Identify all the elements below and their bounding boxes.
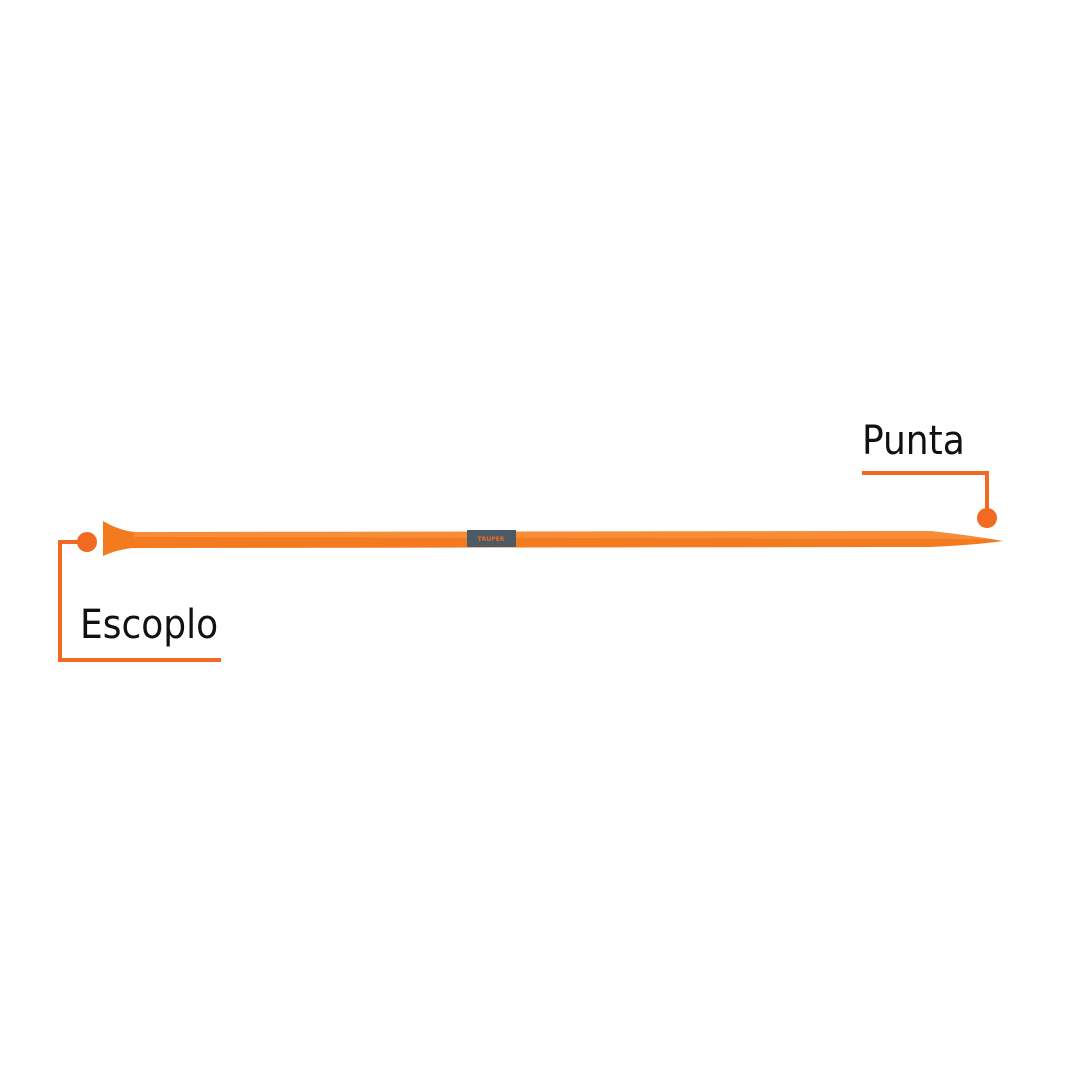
tip-callout-line: [862, 471, 997, 528]
brand-band-text: TRUPER: [478, 536, 505, 543]
brand-band: [467, 530, 516, 547]
pry-bar: TRUPER: [103, 521, 1003, 556]
chisel-label: Escoplo: [80, 602, 219, 648]
chisel-callout-line: [58, 532, 221, 662]
tip-label: Punta: [862, 418, 965, 464]
